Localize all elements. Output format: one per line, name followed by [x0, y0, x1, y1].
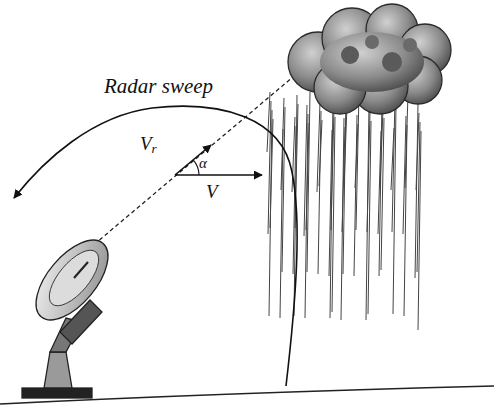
angle-arc	[193, 160, 199, 175]
rain-streak	[344, 105, 347, 186]
storm-cloud	[288, 4, 451, 114]
velocity-arrow	[175, 174, 262, 176]
sweep-arrow	[14, 106, 297, 386]
angle-label: α	[199, 156, 207, 171]
rain-streak	[393, 106, 396, 314]
ground-line	[0, 386, 494, 404]
rain-streak	[356, 93, 359, 230]
rain-streak	[307, 92, 310, 272]
radar-dish	[22, 228, 121, 398]
velocity-label: V	[206, 182, 218, 201]
sweep-label: Radar sweep	[104, 76, 213, 97]
rain-streak	[332, 117, 335, 312]
rain-streak	[269, 110, 272, 316]
rain-streak	[368, 121, 371, 314]
rain-streak	[267, 92, 270, 152]
rain-streak	[405, 94, 408, 188]
rain-streaks	[267, 92, 421, 330]
radial-velocity-label: Vr	[140, 134, 157, 156]
rain-streak	[343, 96, 346, 274]
radial-velocity-arrow	[175, 145, 211, 175]
symbol-main: V	[140, 133, 152, 154]
symbol-subscript: r	[152, 141, 157, 156]
rain-streak	[381, 118, 384, 270]
rain-streak	[318, 111, 321, 274]
rain-streak	[282, 107, 285, 272]
rain-streak	[418, 131, 421, 330]
rain-streak	[319, 120, 322, 186]
